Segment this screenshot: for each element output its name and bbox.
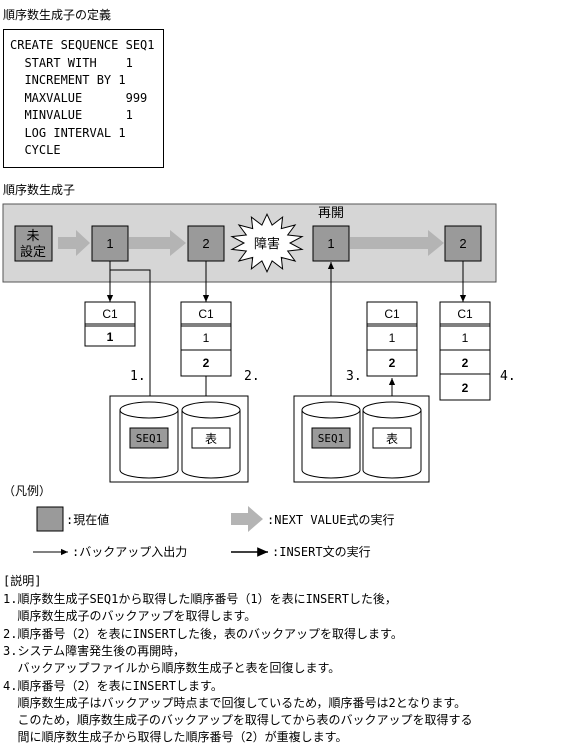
explanation-line: 4.順序番号（2）を表にINSERTします。 (3, 678, 223, 693)
explanation-line: 2.順序番号（2）を表にINSERTした後，表のバックアップを取得します。 (3, 626, 403, 641)
legend-next-value-arrow (231, 506, 263, 532)
table-1: C1 1 (84, 301, 136, 347)
node-value-1-after-label: 1 (327, 236, 334, 251)
node-undefined (14, 225, 53, 262)
definition-title: 順序数生成子の定義 (3, 8, 112, 22)
legend-current-value: :現在値 (66, 513, 110, 527)
explanation-line: 順序数生成子はバックアップ時点まで回復しているため，順序番号は2となります。 (3, 695, 467, 710)
table-label-backup: 表 (205, 432, 217, 446)
table-2-row-2: 2 (203, 356, 210, 370)
diagram-title: 順序数生成子 (3, 183, 76, 197)
table-label-restore: 表 (386, 432, 398, 446)
table-2-row-1: 1 (203, 331, 210, 345)
table-label-box-restore (372, 427, 412, 449)
step-label-4: 4. (500, 369, 516, 384)
definition-box (3, 29, 164, 168)
table-1-header: C1 (102, 307, 118, 321)
table-2-header: C1 (198, 307, 214, 321)
node-value-2-after (444, 225, 482, 262)
seq-label-box-backup (129, 427, 169, 449)
table-3-row-2: 2 (389, 356, 396, 370)
legend-title: （凡例） (3, 484, 52, 498)
node-value-1 (91, 225, 129, 262)
definition-code-line: CYCLE (10, 143, 61, 157)
table-3-header: C1 (384, 307, 400, 321)
table-3: C1 1 2 (366, 301, 418, 377)
explanation-title: [説明] (3, 574, 42, 588)
explanation-line: バックアップファイルから順序数生成子と表を回復します。 (3, 661, 341, 676)
table-4-row-2: 2 (462, 356, 469, 370)
node-value-2 (187, 225, 225, 262)
table-4-header: C1 (457, 307, 473, 321)
explanation-line: 1.順序数生成子SEQ1から取得した順序番号（1）を表にINSERTした後， (3, 592, 397, 606)
restart-label: 再開 (318, 205, 344, 220)
legend-backup-io: :バックアップ入出力 (72, 545, 188, 559)
definition-code-line: CREATE SEQUENCE SEQ1 (10, 38, 155, 52)
node-value-2-label: 2 (202, 236, 209, 251)
step-label-3: 3. (346, 369, 362, 384)
explanation-line: 順序数生成子のバックアップを取得します。 (3, 609, 257, 624)
node-value-1-after (312, 225, 350, 262)
definition-code-line: LOG INTERVAL 1 (10, 125, 126, 140)
definition-code-line: MAXVALUE 999 (10, 90, 148, 105)
explanation-line: 3.システム障害発生後の再開時， (3, 643, 186, 658)
table-3-row-1: 1 (389, 331, 396, 345)
legend-next-value: :NEXT VALUE式の実行 (267, 513, 395, 527)
definition-code-line: START WITH 1 (10, 55, 133, 70)
seq-label-box-restore (311, 427, 351, 449)
legend-current-swatch (36, 506, 64, 532)
definition-code-line: INCREMENT BY 1 (10, 73, 126, 87)
node-value-2-after-label: 2 (459, 236, 466, 251)
seq-label-backup: SEQ1 (136, 432, 163, 445)
failure-label: 障害 (254, 236, 280, 251)
node-undefined-line1: 未 (26, 228, 39, 243)
seq-label-restore: SEQ1 (318, 432, 345, 445)
legend-insert-exec: :INSERT文の実行 (272, 545, 371, 559)
table-4: C1 1 2 2 (439, 301, 491, 401)
next-value-arrow-3 (350, 230, 444, 256)
explanation-line: 間に順序数生成子から取得した順序番号（2）が重複します。 (3, 730, 348, 745)
backup-arrow-seq (110, 269, 154, 410)
table-4-row-3: 2 (462, 381, 469, 395)
explanation-line: このため，順序数生成子のバックアップを取得してから表のバックアップを取得する (3, 713, 473, 728)
next-value-arrow-2 (129, 230, 186, 256)
definition-code-line: MINVALUE 1 (10, 108, 133, 122)
next-value-arrow-1 (58, 230, 90, 256)
node-value-1-label: 1 (106, 236, 113, 251)
step-label-1: 1. (130, 369, 146, 384)
table-4-row-1: 1 (462, 331, 469, 345)
node-undefined-line2: 設定 (20, 244, 46, 259)
step-label-2: 2. (244, 369, 260, 384)
table-2: C1 1 2 (180, 301, 232, 377)
table-label-box-backup (191, 427, 231, 449)
table-1-row-1: 1 (107, 330, 114, 344)
failure-burst (230, 213, 304, 273)
